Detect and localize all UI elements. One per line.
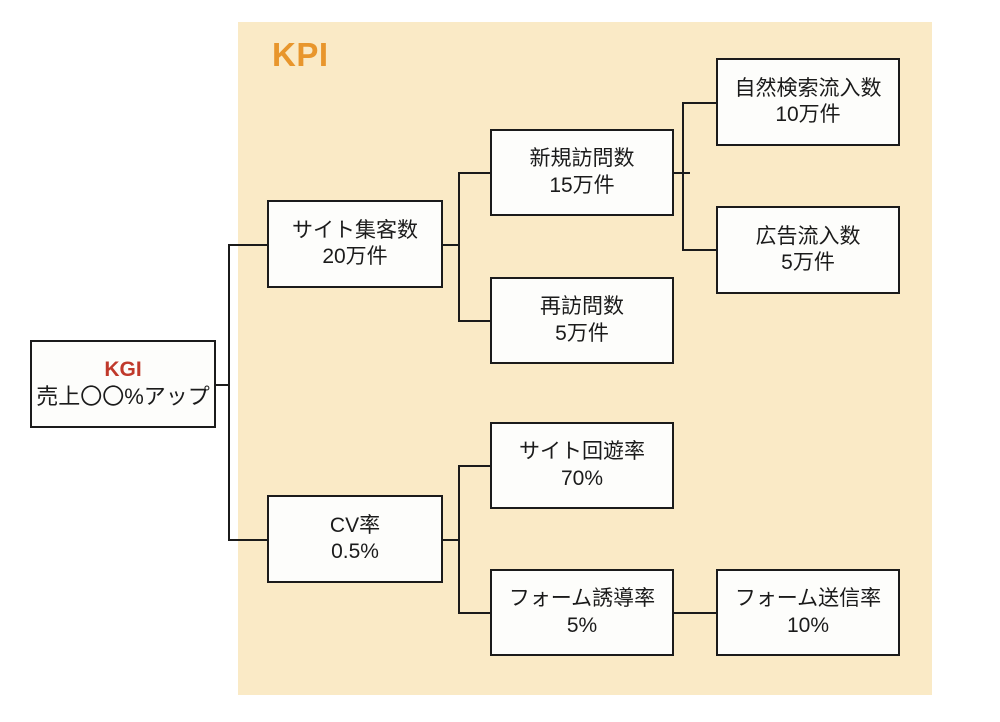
connector-new-visits-to-organic-inflow — [682, 102, 717, 104]
node-site-traffic-value: 20万件 — [322, 245, 388, 268]
node-ad-inflow-title: 広告流入数 — [755, 224, 861, 248]
connector-kgi-to-cv-rate — [228, 539, 269, 541]
connector-form-guidance-to-form-submission — [674, 612, 717, 614]
node-organic-inflow-value: 10万件 — [775, 103, 841, 126]
connector-new-visits-to-ad-inflow — [682, 249, 717, 251]
node-repeat-visits-title: 再訪問数 — [540, 295, 624, 319]
node-repeat-visits[interactable]: 再訪問数 5万件 — [490, 277, 674, 364]
connector-site-traffic-to-new-visits — [458, 172, 491, 174]
node-site-circulation-rate[interactable]: サイト回遊率 70% — [490, 422, 674, 509]
connector-site-traffic-to-repeat-visits — [458, 320, 491, 322]
connector-site-traffic-spine — [458, 173, 460, 321]
kpi-panel-title: KPI — [272, 36, 329, 73]
node-form-submission-rate-value: 10% — [786, 613, 830, 637]
connector-kgi-to-site-traffic — [228, 244, 269, 246]
connector-site-traffic-stub — [443, 244, 460, 246]
connector-cv-rate-to-site-circulation — [458, 465, 491, 467]
node-kgi[interactable]: KGI 売上〇〇%アップ — [30, 340, 216, 428]
node-site-circulation-rate-title: サイト回遊率 — [519, 440, 645, 464]
node-site-circulation-rate-value: 70% — [560, 466, 604, 490]
node-new-visits-title: 新規訪問数 — [529, 147, 635, 171]
node-ad-inflow-value: 5万件 — [781, 251, 835, 274]
node-cv-rate-title: CV率 — [329, 513, 381, 537]
node-ad-inflow[interactable]: 広告流入数 5万件 — [716, 206, 900, 294]
node-form-submission-rate-title: フォーム送信率 — [734, 587, 882, 611]
node-form-submission-rate[interactable]: フォーム送信率 10% — [716, 569, 900, 656]
connector-cv-rate-to-form-guidance — [458, 612, 491, 614]
node-kgi-value: 売上〇〇%アップ — [36, 384, 210, 410]
connector-cv-rate-spine — [458, 466, 460, 614]
node-new-visits-value: 15万件 — [549, 173, 615, 197]
node-new-visits[interactable]: 新規訪問数 15万件 — [490, 129, 674, 216]
node-cv-rate-value: 0.5% — [331, 540, 379, 563]
node-site-traffic[interactable]: サイト集客数 20万件 — [267, 200, 443, 288]
connector-cv-rate-stub — [443, 539, 460, 541]
connector-new-visits-spine — [682, 103, 684, 250]
node-repeat-visits-value: 5万件 — [555, 321, 609, 345]
node-form-guidance-rate-value: 5% — [566, 613, 598, 637]
connector-kgi-stub — [215, 384, 230, 386]
connector-kgi-spine — [228, 245, 230, 541]
node-form-guidance-rate-title: フォーム誘導率 — [508, 587, 656, 611]
node-form-guidance-rate[interactable]: フォーム誘導率 5% — [490, 569, 674, 656]
node-kgi-title: KGI — [104, 358, 142, 382]
node-organic-inflow-title: 自然検索流入数 — [734, 76, 882, 100]
node-organic-inflow[interactable]: 自然検索流入数 10万件 — [716, 58, 900, 146]
node-site-traffic-title: サイト集客数 — [292, 218, 418, 242]
node-cv-rate[interactable]: CV率 0.5% — [267, 495, 443, 583]
